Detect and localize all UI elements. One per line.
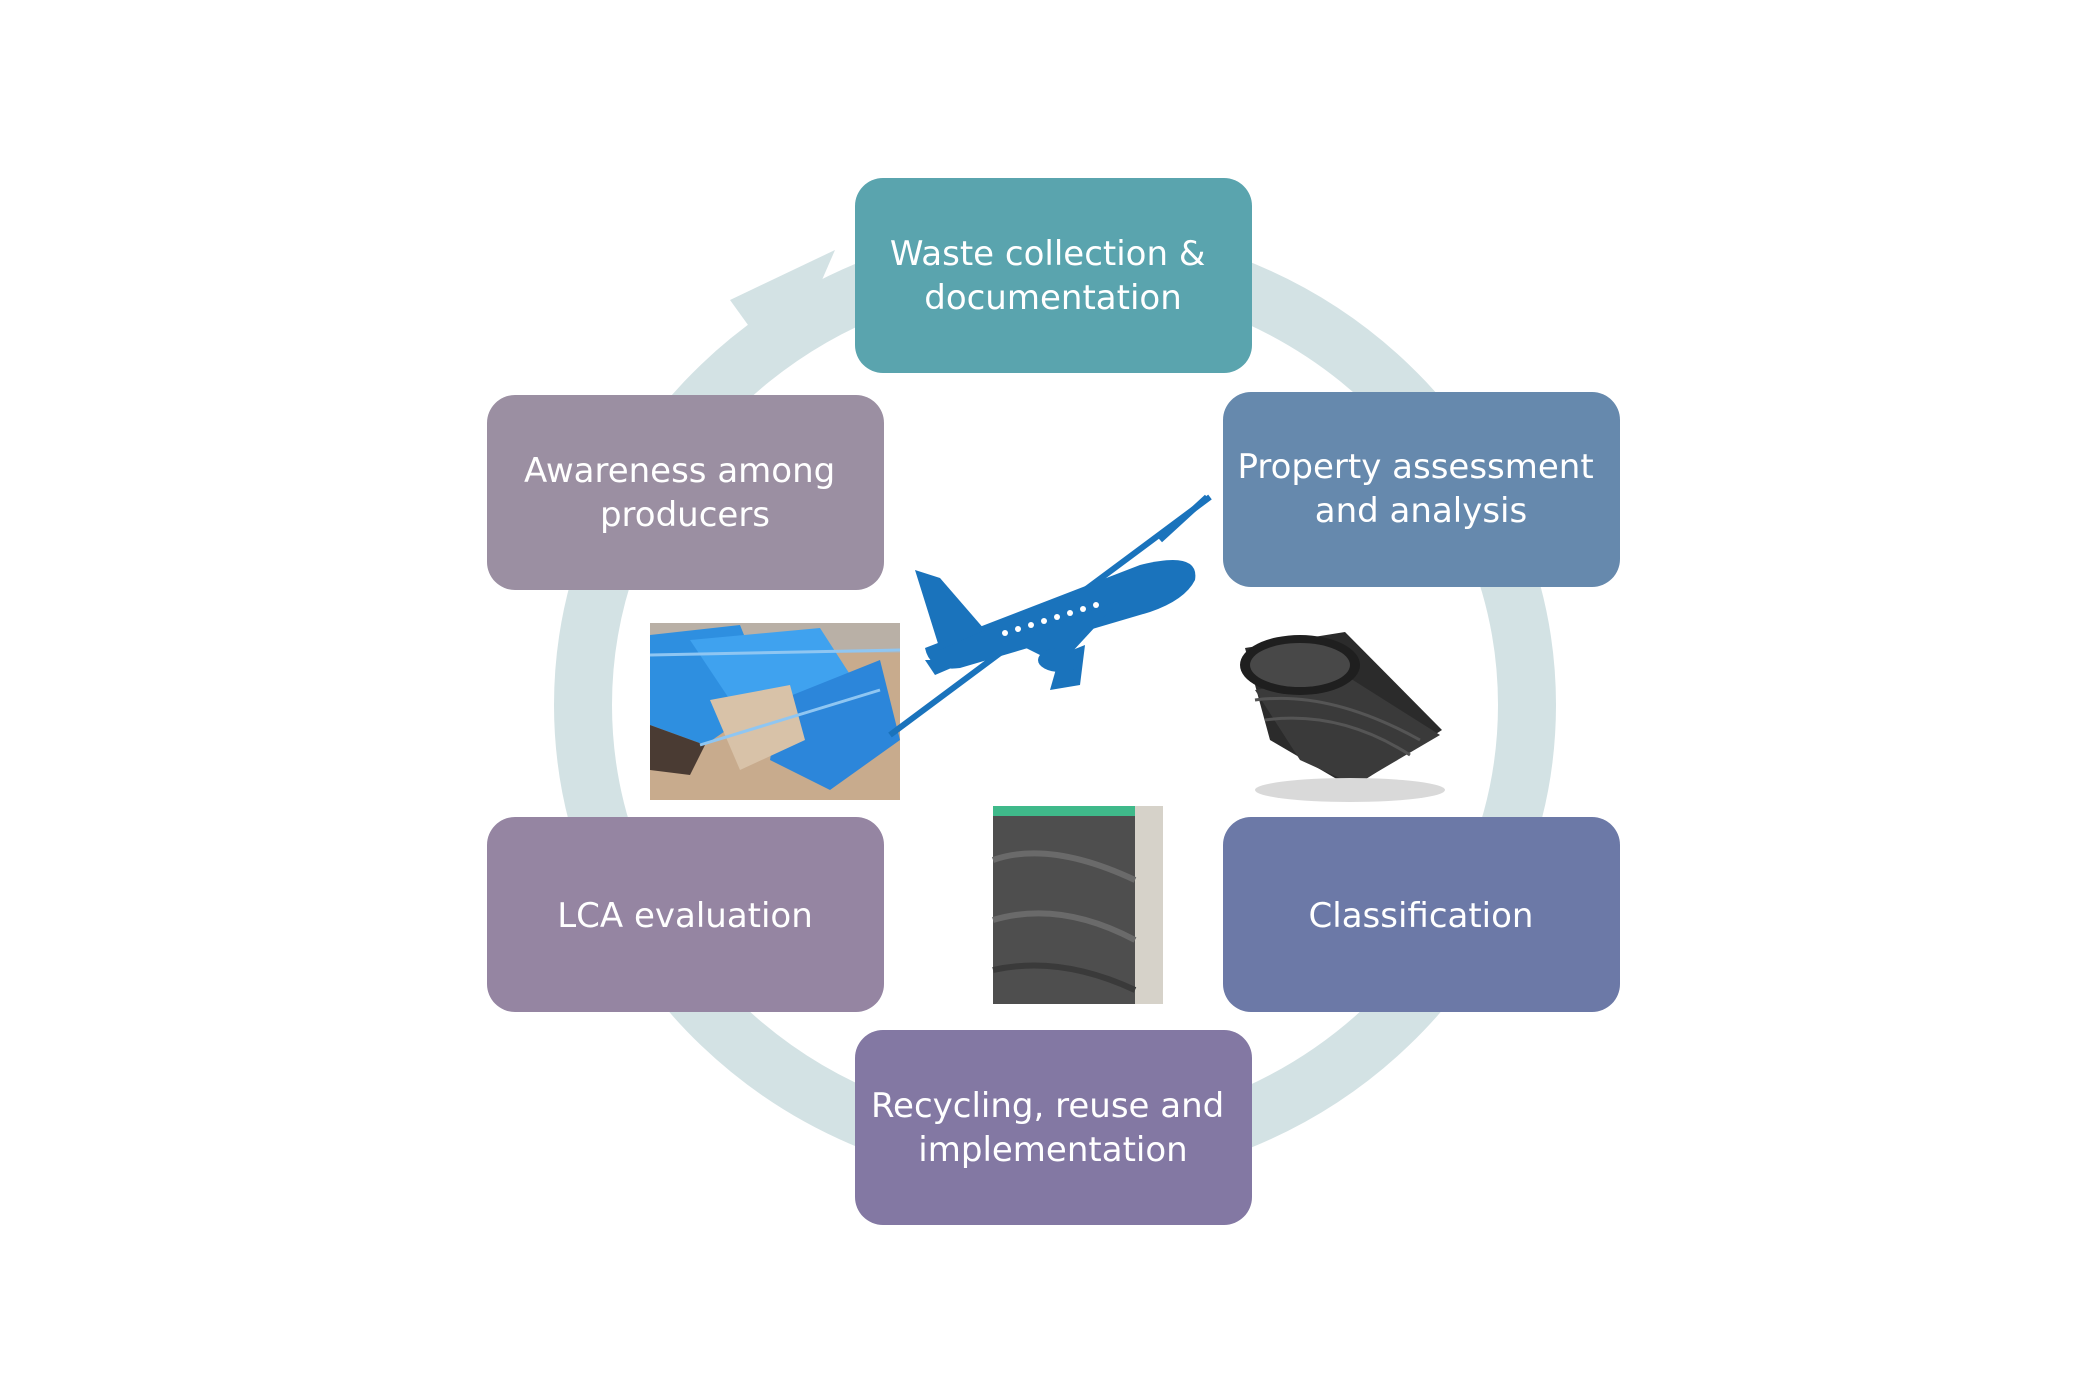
stage-label-line: Awareness among xyxy=(524,451,835,491)
svg-text:Property assessment and: Property assessment and analysis xyxy=(1237,447,1604,531)
stage-box xyxy=(487,395,884,590)
svg-text:Recycling, reuse and imp: Recycling, reuse and implementation xyxy=(871,1086,1235,1170)
stage-label-line: Waste collection & xyxy=(890,234,1206,274)
stage-box xyxy=(487,817,884,1012)
svg-text:Awareness among producer: Awareness among producers xyxy=(524,451,846,535)
stage-recycling-reuse: Recycling, reuse and implementation xyxy=(855,1030,1252,1225)
svg-text:Classification: Classification xyxy=(1309,896,1534,936)
stage-box xyxy=(1223,817,1620,1012)
stage-label-line: Classification xyxy=(1309,896,1534,936)
cycle-arrow-head-icon xyxy=(730,250,835,372)
svg-text:LCA evaluation: LCA evaluation xyxy=(557,896,813,936)
carbon-fiber-fabric-photo xyxy=(992,806,1163,1004)
carbon-fiber-roll-photo xyxy=(1240,632,1445,802)
stage-box xyxy=(1223,392,1620,587)
stage-label-line: documentation xyxy=(924,278,1182,318)
stage-classification: Classification xyxy=(1223,817,1620,1012)
stage-label-line: implementation xyxy=(918,1130,1187,1170)
stage-label-line: LCA evaluation xyxy=(557,896,813,936)
airplane-icon xyxy=(888,494,1212,738)
stage-property-assessment: Property assessment and analysis xyxy=(1223,392,1620,587)
stage-lca-evaluation: LCA evaluation xyxy=(487,817,884,1012)
stage-box xyxy=(855,1030,1252,1225)
stage-box xyxy=(855,178,1252,373)
svg-text:Waste collection & docum: Waste collection & documentation xyxy=(890,234,1216,318)
stage-label-line: and analysis xyxy=(1315,491,1527,531)
stage-awareness: Awareness among producers xyxy=(487,395,884,590)
stage-label-line: Recycling, reuse and xyxy=(871,1086,1224,1126)
stage-label-line: Property assessment xyxy=(1237,447,1593,487)
stage-label-line: producers xyxy=(600,495,770,535)
stage-waste-collection: Waste collection & documentation xyxy=(855,178,1252,373)
blue-packaged-prepreg-photo xyxy=(649,623,901,800)
